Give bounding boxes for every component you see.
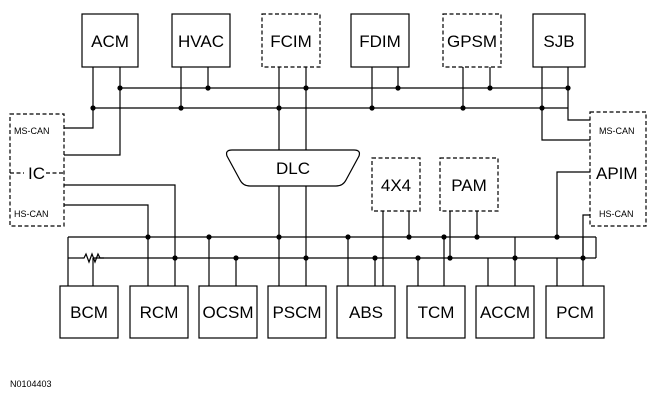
apim-ms-can-label: MS-CAN xyxy=(599,126,635,136)
module-bcm xyxy=(59,285,119,339)
resistor-icon xyxy=(82,252,104,264)
module-hvac xyxy=(171,13,231,68)
module-abs xyxy=(336,285,396,339)
ic-label: IC xyxy=(28,164,45,183)
apim-label: APIM xyxy=(596,164,638,183)
module-sjb xyxy=(532,13,586,68)
module-fdim-label: FDIM xyxy=(359,32,401,51)
module-apim-box xyxy=(589,111,647,227)
module-sjb-label: SJB xyxy=(543,32,574,51)
module-rcm xyxy=(129,285,189,339)
module-pscm-label: PSCM xyxy=(272,303,321,322)
module-hvac-label: HVAC xyxy=(178,32,224,51)
module-acm xyxy=(81,13,139,68)
dlc-connector: DLC xyxy=(225,149,361,187)
dlc-connector-shape xyxy=(225,149,361,187)
module-apim: MS-CAN APIM HS-CAN xyxy=(589,111,647,227)
module-pcm xyxy=(545,285,605,339)
module-pam-label: PAM xyxy=(451,176,487,195)
module-fcim-label: FCIM xyxy=(270,32,312,51)
module-ocsm xyxy=(198,285,258,339)
junction-nodes xyxy=(90,85,586,261)
module-fcim xyxy=(261,13,321,68)
module-accm xyxy=(475,285,535,339)
ic-hs-can-label: HS-CAN xyxy=(14,209,49,219)
module-tcm xyxy=(406,285,466,339)
module-acm-label: ACM xyxy=(91,32,129,51)
module-accm-label: ACCM xyxy=(480,303,530,322)
module-pam xyxy=(439,157,499,212)
module-tcm-label: TCM xyxy=(418,303,455,322)
bottom-modules: BCM RCM OCSM PSCM ABS TCM ACCM PCM xyxy=(59,285,605,339)
ic-ms-can-label: MS-CAN xyxy=(14,126,50,136)
module-ic: MS-CAN IC HS-CAN xyxy=(9,113,65,227)
module-gpsm xyxy=(442,13,502,68)
dlc-label: DLC xyxy=(276,159,310,178)
module-pscm xyxy=(267,285,327,339)
mid-modules: 4X4 PAM xyxy=(371,157,499,212)
module-ocsm-label: OCSM xyxy=(203,303,254,322)
module-4x4 xyxy=(371,157,421,212)
top-modules: ACM HVAC FCIM FDIM GPSM SJB xyxy=(81,13,586,68)
figure-reference: N0104403 xyxy=(10,379,52,389)
module-bcm-label: BCM xyxy=(70,303,108,322)
module-pcm-label: PCM xyxy=(556,303,594,322)
module-abs-label: ABS xyxy=(349,303,383,322)
module-rcm-label: RCM xyxy=(140,303,179,322)
apim-hs-can-label: HS-CAN xyxy=(599,209,634,219)
module-ic-box xyxy=(9,113,65,227)
module-4x4-label: 4X4 xyxy=(381,176,411,195)
module-gpsm-label: GPSM xyxy=(447,32,497,51)
module-fdim xyxy=(350,13,410,68)
